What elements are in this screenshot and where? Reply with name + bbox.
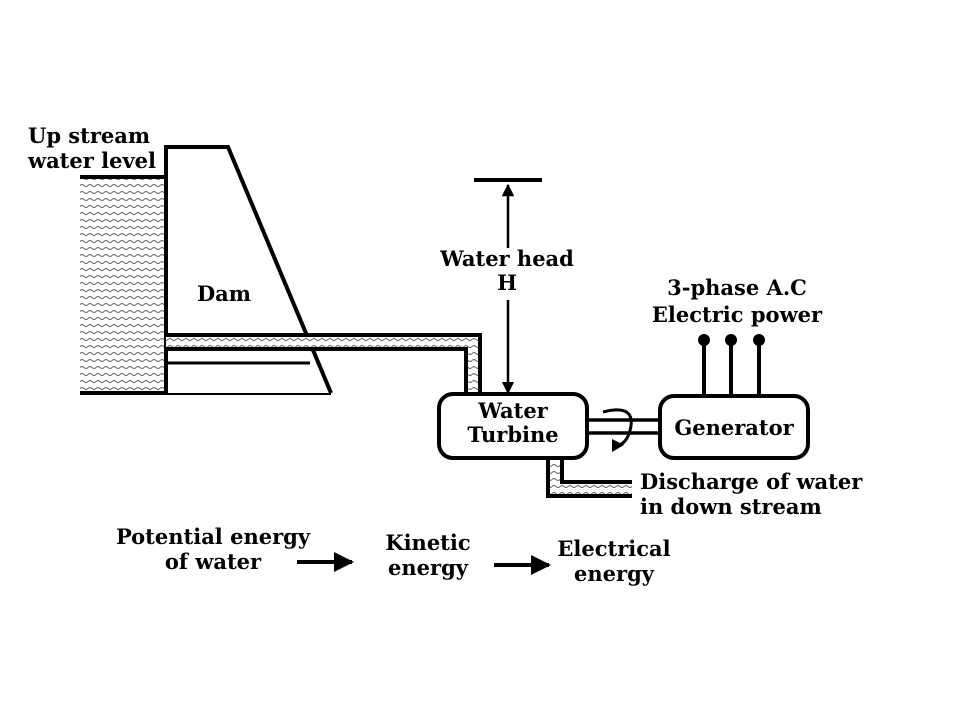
generator-box	[658, 394, 810, 460]
penstock-wall-top	[166, 333, 482, 397]
discharge-label-line2: in down stream	[640, 494, 822, 519]
power-label-line1: 3-phase A.C	[667, 275, 807, 300]
discharge-wall-outer	[546, 458, 632, 498]
discharge-wall-inner	[560, 458, 632, 484]
power-label-line2: Electric power	[652, 302, 823, 327]
energy-step-kinetic-line2: energy	[388, 555, 469, 580]
energy-step-electrical-line1: Electrical	[557, 536, 670, 561]
discharge-water	[548, 458, 632, 496]
energy-step-potential-line2: of water	[165, 549, 262, 574]
water-head-label: Water head	[439, 246, 574, 271]
rotation-arrowhead-icon	[612, 439, 624, 452]
water-turbine-box	[437, 392, 589, 460]
energy-step-kinetic-line1: Kinetic	[385, 530, 470, 555]
upstream-label-line2: water level	[27, 148, 156, 173]
energy-step-electrical-line2: energy	[574, 561, 655, 586]
terminal-dot-2	[725, 334, 737, 346]
generator-label: Generator	[674, 415, 794, 440]
rotation-arrow-icon	[602, 408, 633, 448]
reservoir-water	[80, 177, 166, 393]
energy-step-potential-line1: Potential energy	[116, 524, 311, 549]
turbine-label-line1: Water	[477, 398, 548, 423]
water-head-symbol: H	[497, 270, 517, 295]
upstream-label-line1: Up stream	[28, 123, 150, 148]
dam-body	[164, 145, 333, 394]
terminal-dot-3	[753, 334, 765, 346]
turbine-label-line2: Turbine	[467, 422, 558, 447]
penstock-wall-bottom	[166, 347, 468, 397]
discharge-label-line1: Discharge of water	[640, 469, 863, 494]
dam-label: Dam	[197, 281, 251, 306]
terminal-dot-1	[698, 334, 710, 346]
